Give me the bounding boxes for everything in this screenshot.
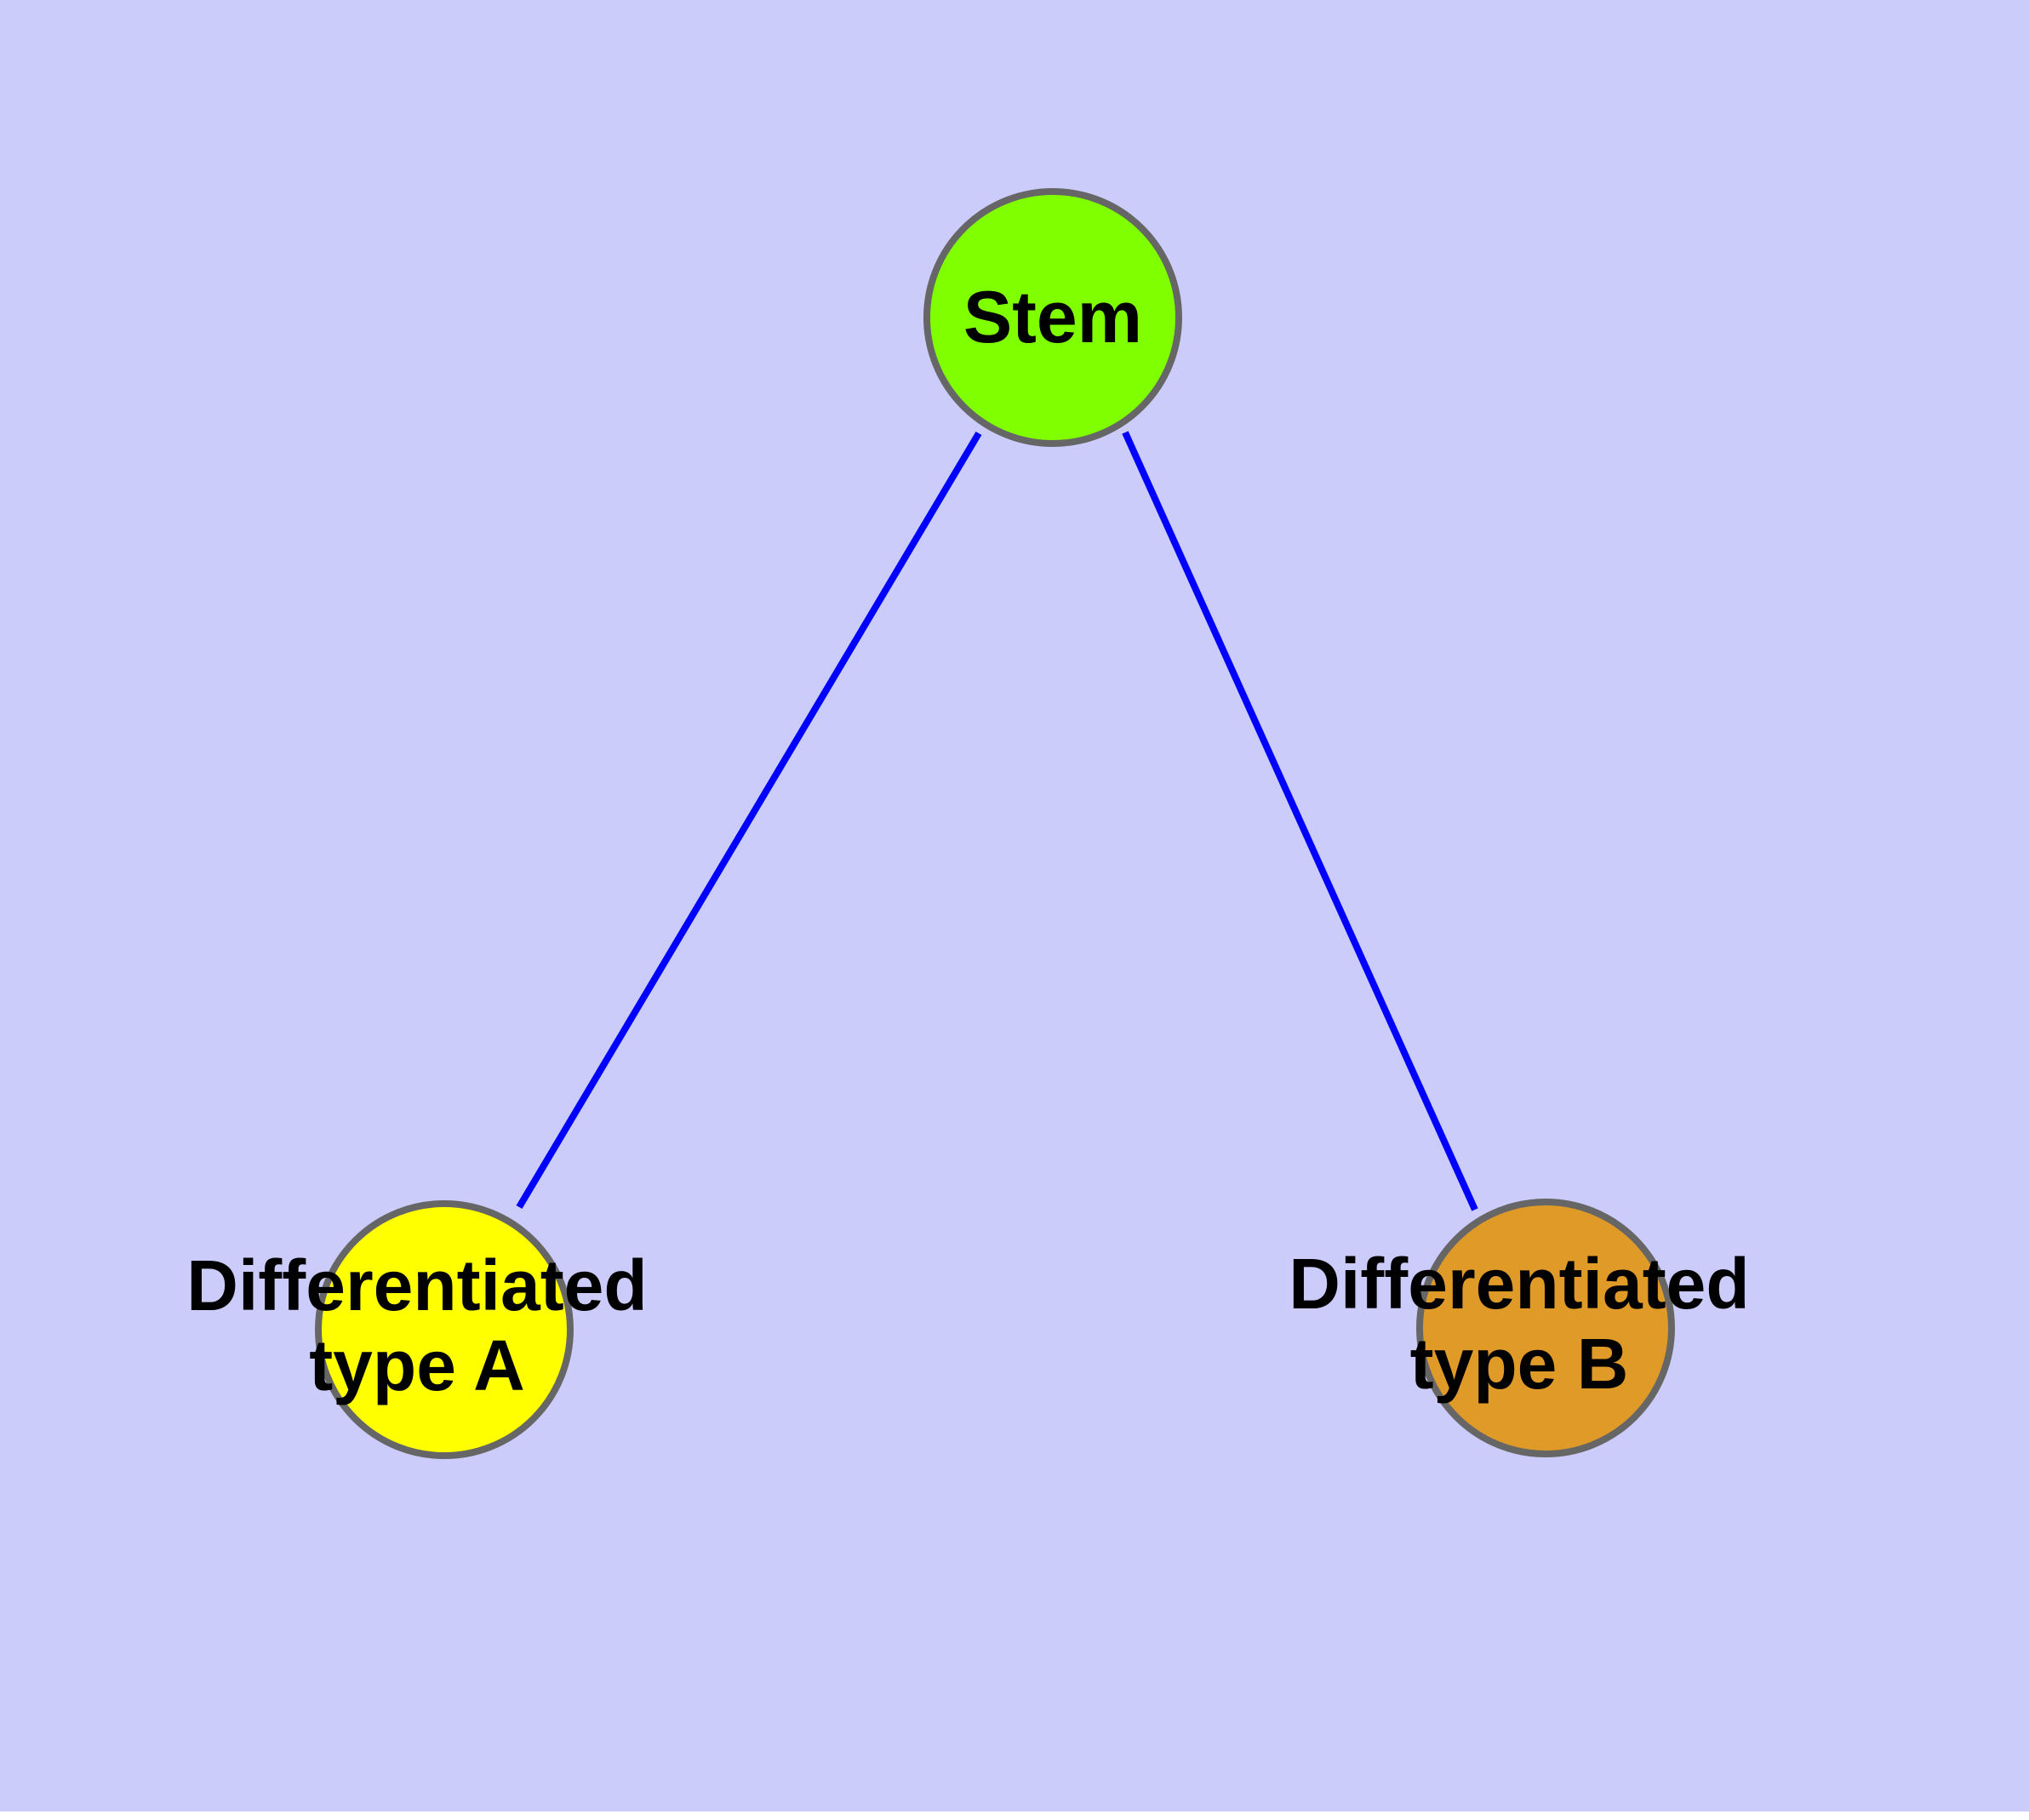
nodes-layer xyxy=(315,188,1675,1459)
edges-layer xyxy=(516,431,1478,1211)
node-circle-diff-a[interactable] xyxy=(315,1200,574,1459)
edge-stem-to-diff-a xyxy=(516,431,982,1210)
edge-stem-to-diff-b xyxy=(1122,431,1478,1211)
node-circle-stem[interactable] xyxy=(923,188,1182,447)
node-circle-diff-b[interactable] xyxy=(1416,1199,1675,1457)
